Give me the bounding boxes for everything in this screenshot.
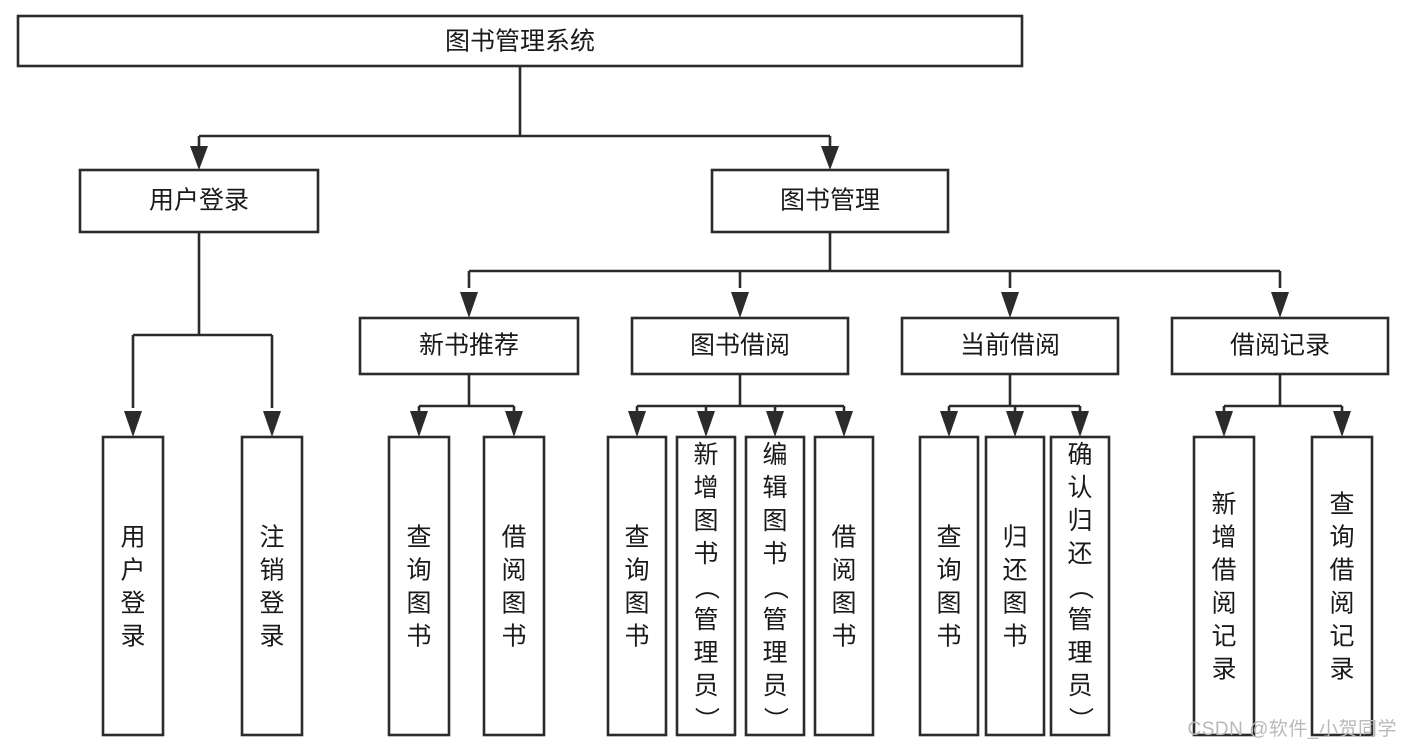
node-book-manage-box[interactable] [710, 168, 950, 234]
node-new-book-recommend-label: 新书推荐 [419, 332, 519, 360]
leaf-query-book-2-label: 查询图书 [624, 524, 649, 651]
leaf-user-login-label: 用户登录 [120, 524, 145, 651]
leaf-add-book-label: 新增图书管理员 [693, 441, 718, 700]
arrow-to-book-borrow [731, 292, 749, 318]
edge-userlogin-trunk [131, 232, 274, 408]
node-current-borrow-label: 当前借阅 [960, 332, 1060, 360]
leaf-edit-book-box[interactable] [744, 435, 806, 737]
arrow-to-current-borrow [1001, 292, 1019, 318]
edge-currentborrow-trunk [947, 374, 1082, 412]
arrow-to-leaf-logout-login [263, 411, 281, 437]
leaf-borrow-book-1-label: 借阅图书 [501, 524, 526, 651]
leaf-borrow-book-2-label: 借阅图书 [831, 524, 856, 651]
arrow-to-leaf-borrow-book-1 [505, 411, 523, 437]
leaf-query-book-2[interactable]: 查询图书 [606, 435, 668, 737]
edge-bookborrow-trunk [635, 374, 846, 412]
node-book-borrow[interactable]: 图书借阅 [630, 316, 850, 376]
leaf-confirm-return-label: 确认归还管理员 [1067, 441, 1092, 700]
leaf-return-book-label: 归还图书 [1002, 524, 1027, 651]
leaf-user-login-box[interactable] [101, 435, 165, 737]
leaf-borrow-book-1[interactable]: 借阅图书 [482, 435, 546, 737]
arrow-to-leaf-query-book-3 [940, 411, 958, 437]
leaf-query-record-label: 查询借阅记录 [1329, 491, 1354, 684]
node-book-manage-label: 图书管理 [780, 187, 880, 215]
leaf-confirm-return[interactable]: 确认归还管理员 （ ） [1049, 435, 1111, 737]
node-book-borrow-box[interactable] [630, 316, 850, 376]
leaf-user-login[interactable]: 用户登录 [101, 435, 165, 737]
leaf-query-book-3-box[interactable] [918, 435, 980, 737]
arrow-to-leaf-add-book [697, 411, 715, 437]
leaf-logout-login-box[interactable] [240, 435, 304, 737]
node-book-borrow-label: 图书借阅 [690, 332, 790, 360]
leaf-add-record[interactable]: 新增借阅记录 [1192, 435, 1256, 737]
arrow-root-to-user-login [190, 146, 208, 170]
leaf-query-record-box[interactable] [1310, 435, 1374, 737]
leaf-add-book-box[interactable] [675, 435, 737, 737]
arrow-to-leaf-return-book [1006, 411, 1024, 437]
arrow-root-to-book-manage [821, 146, 839, 170]
node-borrow-record-label: 借阅记录 [1230, 332, 1330, 360]
arrow-to-leaf-query-book-1 [410, 411, 428, 437]
node-new-book-recommend[interactable]: 新书推荐 [358, 316, 580, 376]
leaf-query-book-2-box[interactable] [606, 435, 668, 737]
vertical-bracket-glyph: ） [692, 707, 720, 732]
node-borrow-record-box[interactable] [1170, 316, 1390, 376]
arrow-to-leaf-borrow-book-2 [835, 411, 853, 437]
edge-newbook-trunk [417, 374, 516, 412]
edge-bookmanage-trunk [467, 232, 1282, 288]
leaf-add-record-label: 新增借阅记录 [1211, 491, 1236, 684]
leaf-borrow-book-2[interactable]: 借阅图书 [813, 435, 875, 737]
leaf-logout-login[interactable]: 注销登录 [240, 435, 304, 737]
arrow-to-leaf-confirm-return [1071, 411, 1089, 437]
edges-group [124, 66, 1351, 437]
arrow-to-new-book-recommend [460, 292, 478, 318]
leaf-edit-book-label: 编辑图书管理员 [762, 441, 787, 700]
leaf-query-book-1-label: 查询图书 [406, 524, 431, 651]
leaf-query-book-3-label: 查询图书 [936, 524, 961, 651]
edge-borrowrecord-trunk [1222, 374, 1344, 412]
leaf-return-book[interactable]: 归还图书 [984, 435, 1046, 737]
node-user-login[interactable]: 用户登录 [78, 168, 320, 234]
arrow-to-leaf-query-record [1333, 411, 1351, 437]
node-root[interactable]: 图书管理系统 [16, 14, 1024, 68]
node-current-borrow-box[interactable] [900, 316, 1120, 376]
leaf-return-book-box[interactable] [984, 435, 1046, 737]
leaf-query-book-3[interactable]: 查询图书 [918, 435, 980, 737]
node-user-login-box[interactable] [78, 168, 320, 234]
arrow-to-borrow-record [1271, 292, 1289, 318]
arrow-to-leaf-edit-book [766, 411, 784, 437]
arrow-to-leaf-add-record [1215, 411, 1233, 437]
leaf-query-book-1-box[interactable] [387, 435, 451, 737]
node-root-label: 图书管理系统 [445, 28, 595, 56]
leaf-query-record[interactable]: 查询借阅记录 [1310, 435, 1374, 737]
leaf-logout-login-label: 注销登录 [259, 524, 284, 651]
vertical-bracket-glyph: （ [692, 575, 720, 600]
leaf-confirm-return-box[interactable] [1049, 435, 1111, 737]
leaf-edit-book[interactable]: 编辑图书管理员 （ ） [744, 435, 806, 737]
leaf-add-record-box[interactable] [1192, 435, 1256, 737]
node-root-box[interactable] [16, 14, 1024, 68]
node-current-borrow[interactable]: 当前借阅 [900, 316, 1120, 376]
node-user-login-label: 用户登录 [149, 187, 249, 215]
leaf-add-book[interactable]: 新增图书管理员 （ ） [675, 435, 737, 737]
vertical-bracket-glyph: （ [761, 575, 789, 600]
node-borrow-record[interactable]: 借阅记录 [1170, 316, 1390, 376]
edge-root-trunk [197, 66, 832, 155]
leaf-borrow-book-1-box[interactable] [482, 435, 546, 737]
leaf-query-book-1[interactable]: 查询图书 [387, 435, 451, 737]
node-book-manage[interactable]: 图书管理 [710, 168, 950, 234]
vertical-bracket-glyph: ） [761, 707, 789, 732]
vertical-bracket-glyph: （ [1066, 575, 1094, 600]
arrow-to-leaf-user-login [124, 411, 142, 437]
node-new-book-recommend-box[interactable] [358, 316, 580, 376]
arrow-to-leaf-query-book-2 [628, 411, 646, 437]
vertical-bracket-glyph: ） [1066, 707, 1094, 732]
leaf-borrow-book-2-box[interactable] [813, 435, 875, 737]
